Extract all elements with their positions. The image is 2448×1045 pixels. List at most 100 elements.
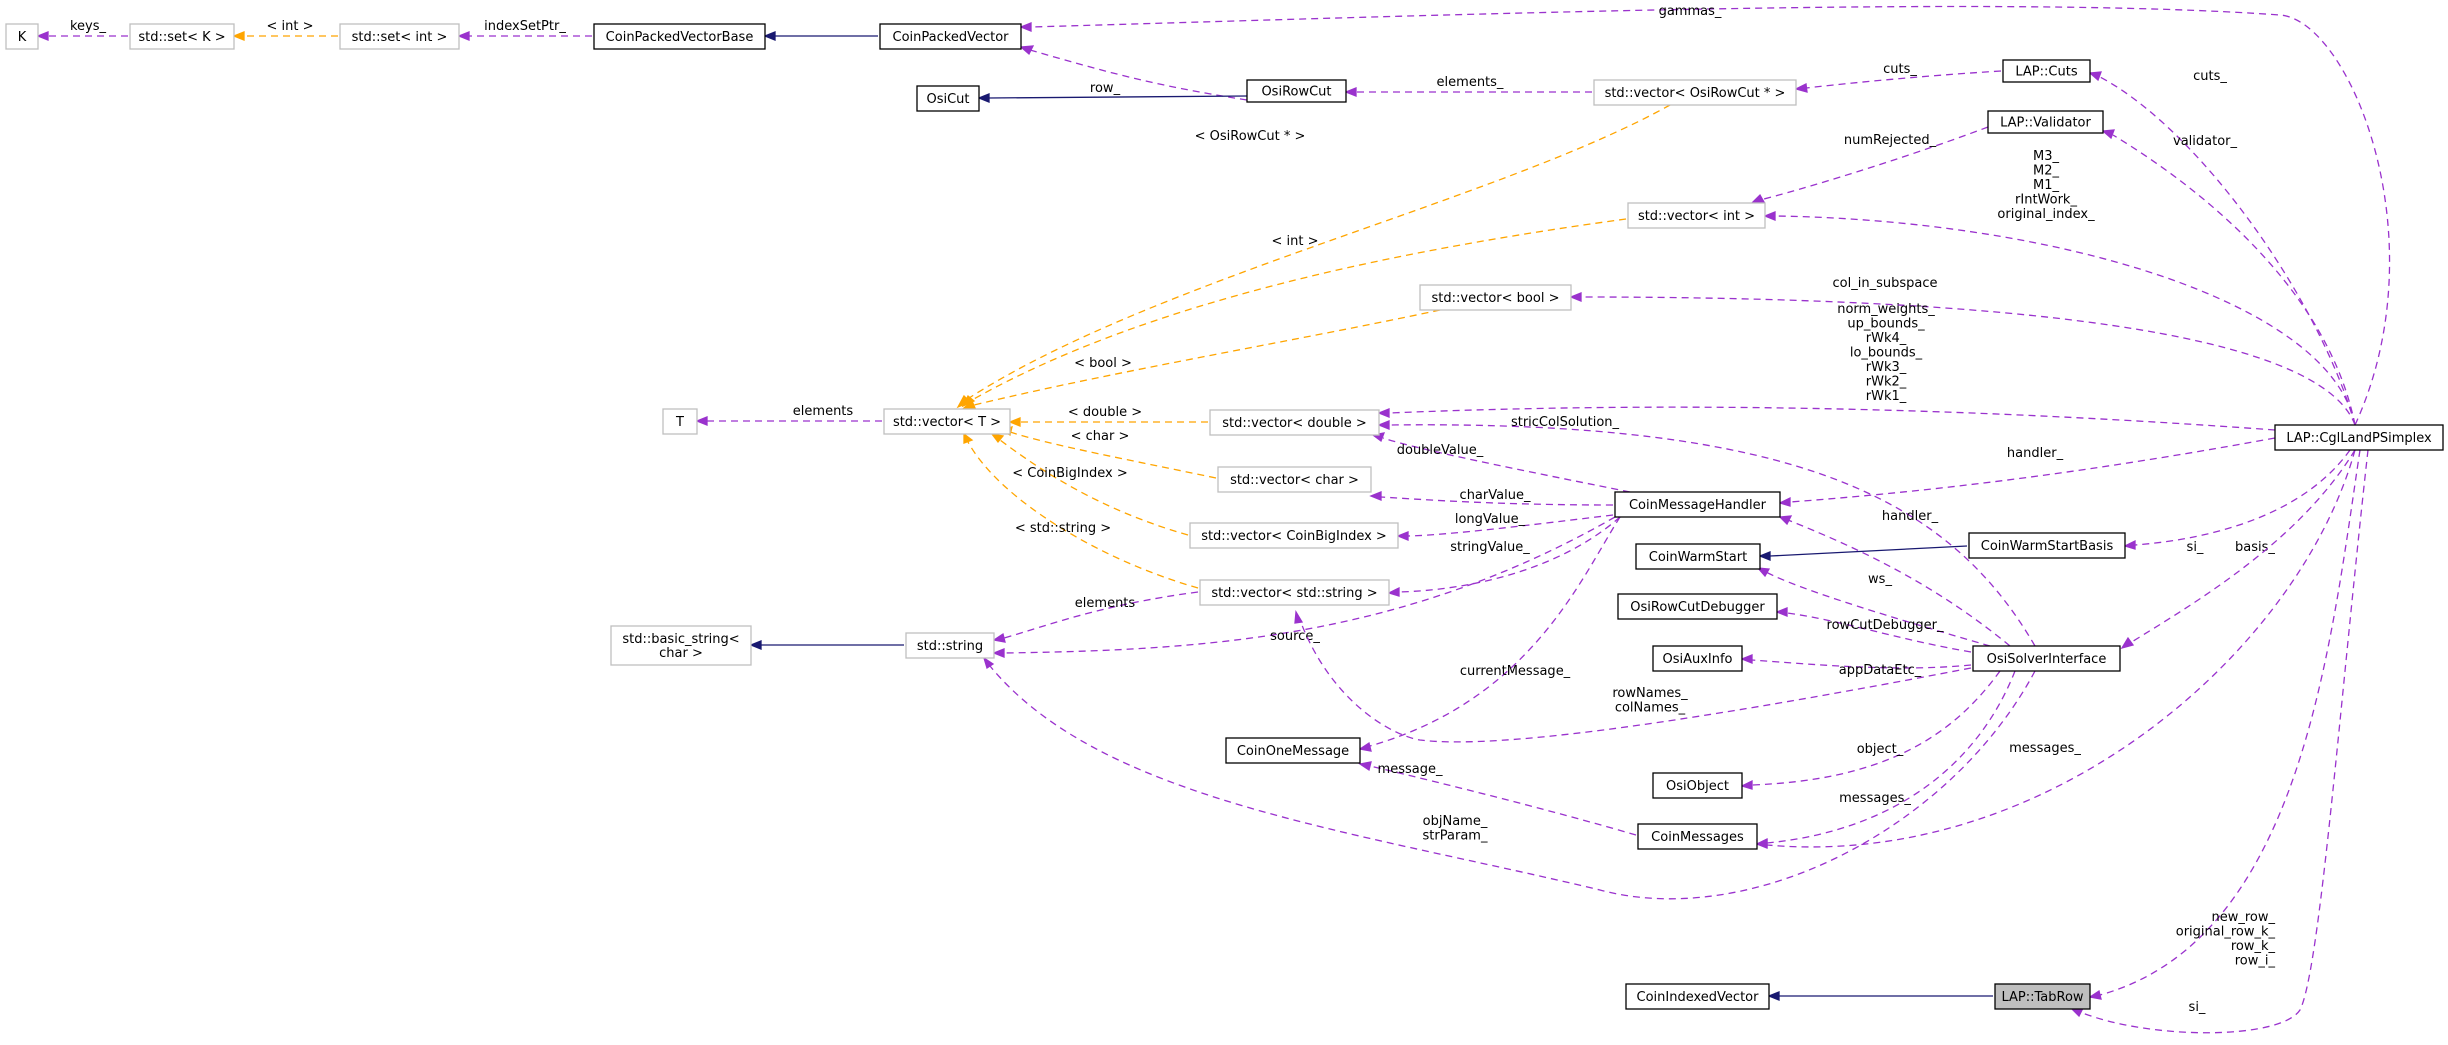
edge-e38: rowCutDebugger_ [1775, 607, 1972, 653]
class-box [2002, 59, 2091, 83]
class-node-K[interactable]: K [5, 23, 39, 50]
class-node-vecChar[interactable]: std::vector< char > [1217, 466, 1372, 493]
class-name-line: std::string [917, 639, 983, 654]
class-node-Validator[interactable]: LAP::Validator [1987, 110, 2104, 134]
edge-label-line: < char > [1071, 429, 1130, 444]
class-name-line: std::vector< OsiRowCut * > [1605, 86, 1786, 101]
class-node-CLAP[interactable]: LAP::CglLandPSimplex [2274, 424, 2444, 451]
class-node-ORCD[interactable]: OsiRowCutDebugger [1617, 593, 1778, 620]
class-box [916, 85, 980, 112]
class-node-TabRow[interactable]: LAP::TabRow [1994, 983, 2091, 1010]
edge-line [1786, 612, 1972, 653]
edge-e44: messages_ [1755, 449, 2356, 849]
class-node-vecRowCut[interactable]: std::vector< OsiRowCut * > [1593, 79, 1797, 106]
edge-label-line: rWk2_ [1866, 375, 1907, 390]
class-name-line: LAP::TabRow [2001, 990, 2083, 1005]
class-name: LAP::CglLandPSimplex [2286, 431, 2432, 446]
edge-line [988, 95, 1248, 99]
edge-line [1769, 545, 1968, 557]
edge-e18: < bool > [962, 309, 1441, 409]
edge-label-line: messages_ [2009, 741, 2081, 756]
class-node-OsiRowCut[interactable]: OsiRowCut [1246, 79, 1347, 103]
class-node-CPV[interactable]: CoinPackedVector [879, 23, 1022, 50]
edge-e29 [749, 640, 904, 650]
edge-label-line: ws_ [1868, 572, 1892, 587]
edge-arrowhead [1396, 531, 1409, 541]
edge-label-line: < int > [1272, 234, 1319, 249]
class-box [1625, 983, 1770, 1010]
class-node-string[interactable]: std::string [905, 632, 995, 659]
class-node-OO[interactable]: OsiObject [1652, 772, 1743, 799]
edge-arrowhead [1778, 496, 1791, 507]
class-node-CMH[interactable]: CoinMessageHandler [1614, 491, 1781, 518]
edge-label: < CoinBigIndex > [1012, 466, 1128, 481]
class-node-CWSB[interactable]: CoinWarmStartBasis [1968, 532, 2126, 559]
class-node-OSI[interactable]: OsiSolverInterface [1972, 645, 2121, 672]
edge-label: messages_ [1839, 791, 1911, 806]
class-name: OsiCut [926, 92, 969, 107]
class-box [593, 23, 766, 50]
class-node-basicStr[interactable]: std::basic_string<char > [610, 625, 752, 666]
class-name: std::vector< double > [1222, 416, 1366, 431]
class-node-vecInt[interactable]: std::vector< int > [1627, 202, 1766, 229]
edge-label-line: < CoinBigIndex > [1012, 466, 1128, 481]
class-node-vecBig[interactable]: std::vector< CoinBigIndex > [1189, 522, 1399, 549]
class-node-Cuts[interactable]: LAP::Cuts [2002, 59, 2091, 83]
edge-arrowhead [963, 432, 974, 444]
edge-label-line: handler_ [1882, 509, 1939, 524]
class-node-setInt[interactable]: std::set< int > [339, 23, 460, 50]
edge-label-line: M2_ [2033, 164, 2059, 179]
edge-e49: si_ [2070, 449, 2369, 1034]
edge-label-line: message_ [1378, 762, 1443, 777]
class-node-OsiCut[interactable]: OsiCut [916, 85, 980, 112]
edge-e17: < int > [961, 218, 1627, 408]
edge-e36: basis_ [2123, 449, 2351, 555]
edge-label: message_ [1378, 762, 1443, 777]
edge-e23: elements [695, 404, 882, 426]
class-node-setK[interactable]: std::set< K > [129, 23, 235, 50]
class-name-line: char > [659, 646, 703, 661]
edge-label: < char > [1071, 429, 1130, 444]
class-node-vecDouble[interactable]: std::vector< double > [1209, 409, 1380, 436]
class-name-line: LAP::CglLandPSimplex [2286, 431, 2432, 446]
class-node-CWS[interactable]: CoinWarmStart [1635, 543, 1761, 570]
edge-label-line: < double > [1068, 405, 1142, 420]
edge-label: gammas_ [1659, 4, 1722, 19]
edge-arrowhead [1019, 22, 1032, 32]
class-node-COM[interactable]: CoinOneMessage [1225, 737, 1361, 764]
edge-arrowhead [1758, 551, 1771, 561]
edge-line [1759, 126, 1989, 201]
class-node-CIV[interactable]: CoinIndexedVector [1625, 983, 1770, 1010]
class-node-CPVB[interactable]: CoinPackedVectorBase [593, 23, 766, 50]
edge-label-line: colNames_ [1615, 701, 1686, 716]
class-name: LAP::TabRow [2001, 990, 2083, 1005]
class-name-line: CoinOneMessage [1237, 744, 1349, 759]
class-name-line: CoinPackedVector [893, 30, 1010, 45]
class-box [2274, 424, 2444, 451]
edge-label-line: si_ [2189, 1000, 2206, 1015]
edge-label-line: cuts_ [2193, 69, 2227, 84]
class-name-line: CoinMessageHandler [1629, 498, 1767, 513]
class-node-CM[interactable]: CoinMessages [1637, 823, 1758, 850]
edge-label: keys_ [70, 19, 107, 34]
class-node-OAI[interactable]: OsiAuxInfo [1652, 645, 1743, 672]
class-name: OsiRowCutDebugger [1630, 600, 1765, 615]
edge-arrowhead [1344, 87, 1357, 97]
class-node-vecBool[interactable]: std::vector< bool > [1419, 284, 1572, 311]
class-name: CoinWarmStart [1649, 550, 1747, 565]
edge-label: si_ [2189, 1000, 2206, 1015]
edge-label: cuts_ [1883, 62, 1917, 77]
class-node-T[interactable]: T [662, 408, 698, 435]
class-name: std::vector< T > [893, 415, 1001, 430]
edge-label: stringValue_ [1450, 540, 1530, 555]
class-node-vecT[interactable]: std::vector< T > [883, 408, 1011, 435]
class-name: OsiAuxInfo [1662, 652, 1732, 667]
edge-label-line: elements_ [1437, 75, 1504, 90]
edge-label: object_ [1857, 742, 1904, 757]
edge-line [1805, 70, 2002, 89]
class-node-vecStr[interactable]: std::vector< std::string > [1199, 579, 1390, 606]
class-name: CoinWarmStartBasis [1981, 539, 2114, 554]
edge-arrowhead [36, 31, 49, 41]
edge-label: elements [793, 404, 854, 419]
class-name: std::vector< OsiRowCut * > [1605, 86, 1786, 101]
